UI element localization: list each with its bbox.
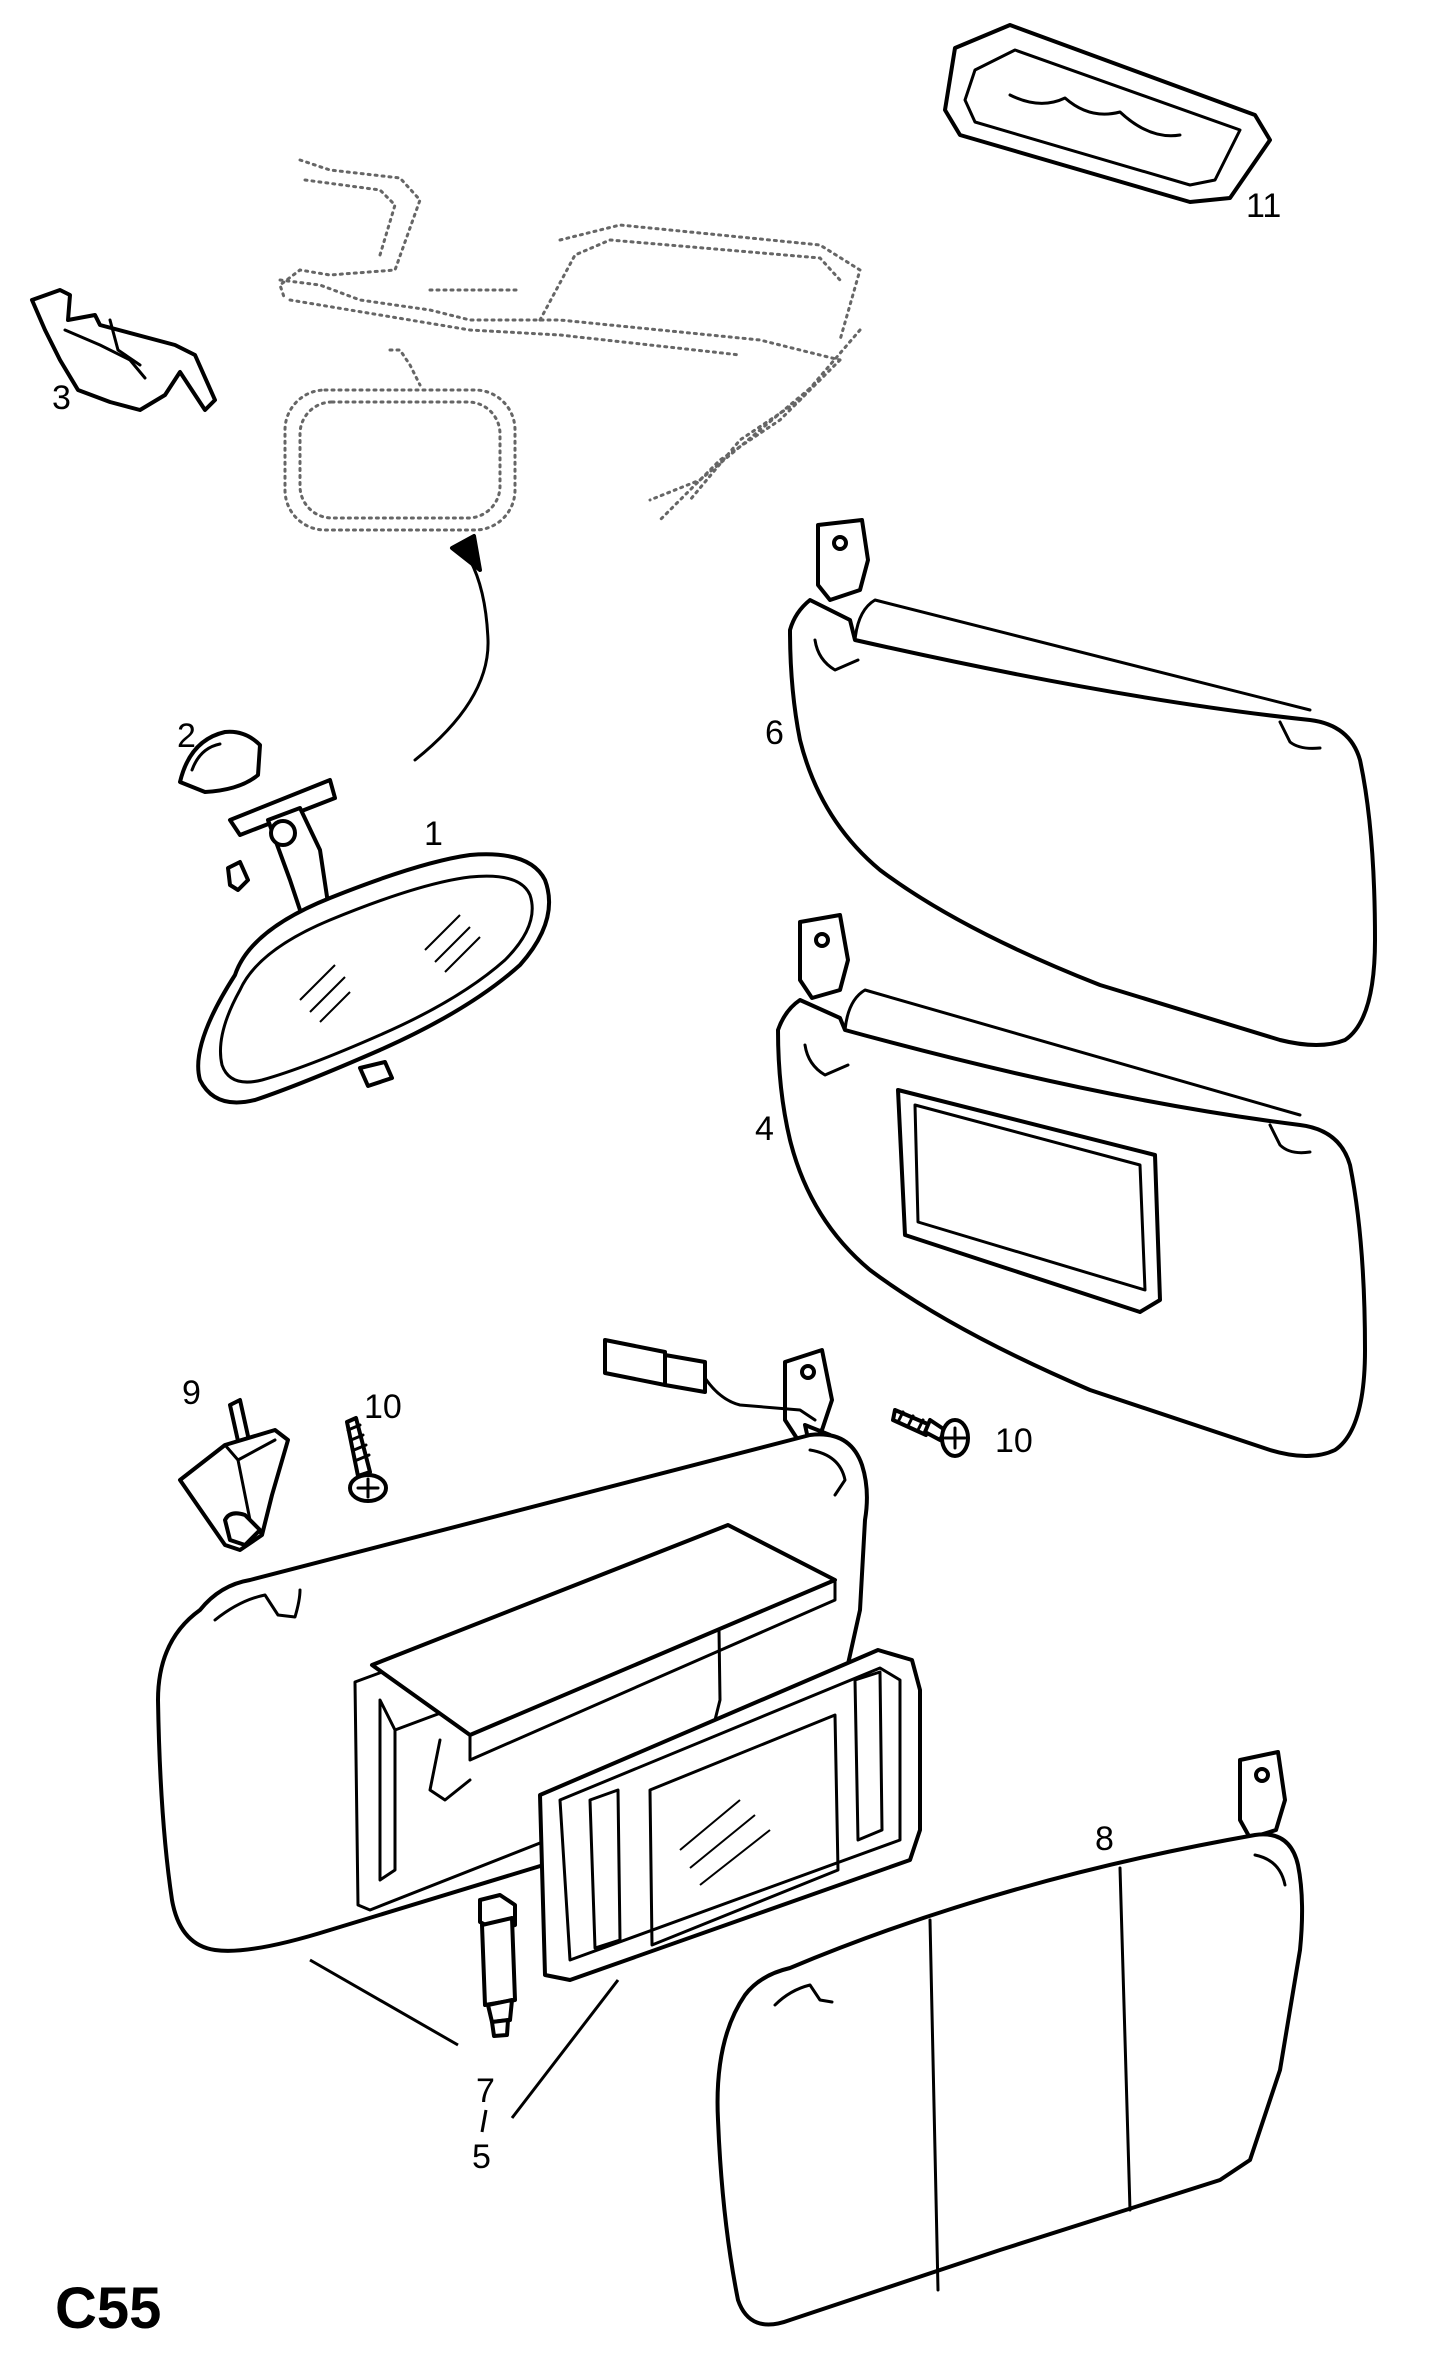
sun-visor-with-mirror <box>776 913 1367 1458</box>
callout-2: 2 <box>177 717 196 755</box>
sun-visor-illuminated <box>156 1338 922 1982</box>
visor-retaining-clip <box>178 1398 290 1552</box>
interior-mirror <box>196 778 552 1105</box>
ghost-mirror-outline <box>283 348 517 532</box>
leader-lines <box>309 1958 620 2133</box>
visor-mirror-frame <box>538 1648 922 1982</box>
frame-glass-hatch <box>679 1799 771 1886</box>
screw-right <box>891 1408 970 1458</box>
callout-3: 3 <box>52 379 71 417</box>
sun-visor-plain <box>788 518 1377 1047</box>
ghost-windscreen-frame <box>278 158 862 522</box>
callout-4: 4 <box>755 1110 774 1148</box>
callout-10a: 10 <box>364 1388 402 1426</box>
screw-left <box>345 1416 388 1503</box>
callout-10b: 10 <box>995 1422 1033 1460</box>
callout-8: 8 <box>1095 1820 1114 1858</box>
visor-bulb <box>478 1893 517 2038</box>
visor-wiring-connector <box>603 1338 817 1422</box>
installation-arrow <box>413 534 490 762</box>
callout-6: 6 <box>765 714 784 752</box>
callout-11: 11 <box>1246 187 1281 225</box>
callout-5: 5 <box>472 2138 491 2176</box>
mirror-glass-hatch <box>299 914 481 1023</box>
sun-visor-covered <box>715 1750 1305 2327</box>
roof-console <box>943 23 1272 204</box>
page-code: C55 <box>55 2276 161 2341</box>
clip-bracket <box>30 288 217 412</box>
visor-mirror-flap <box>370 1523 837 1802</box>
callout-1: 1 <box>424 815 443 853</box>
callout-9: 9 <box>182 1374 201 1412</box>
visor-mirror-panel <box>896 1088 1162 1314</box>
callout-7: 7 <box>476 2072 495 2110</box>
mirror-cover-cap <box>178 729 262 794</box>
